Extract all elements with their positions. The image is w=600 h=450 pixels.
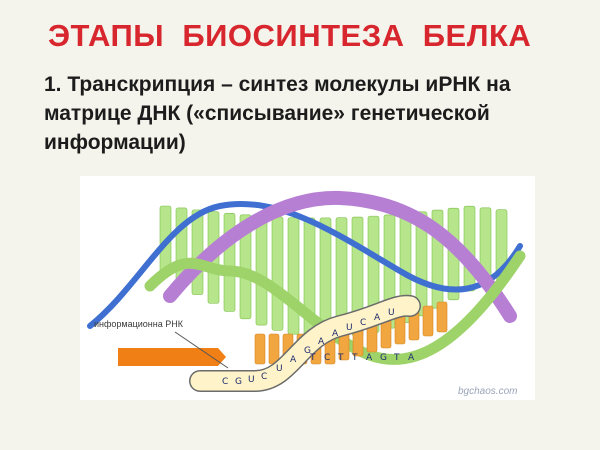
mrna-base: A [374,313,381,323]
mrna-base: G [235,377,242,387]
dna-rung [422,305,434,337]
mrna-base: U [276,364,283,374]
dna-base: T [351,353,358,363]
dna-base: A [366,353,373,363]
dna-rung [191,209,204,295]
dna-base: T [337,353,344,363]
mrna-label: информационна РНК [94,319,184,329]
label-pointer-line [174,331,229,369]
slide-title: ЭТАПЫ БИОСИНТЕЗА БЕЛКА [48,18,532,53]
dna-rung [254,333,266,365]
mrna-base: C [360,318,366,328]
dna-rung [268,333,280,365]
watermark: bgchaos.com [458,386,517,397]
mrna-base: A [290,355,297,365]
mrna-base: G [304,346,311,356]
dna-rung [271,216,284,331]
mrna-base: U [388,308,395,318]
dna-base: T [393,353,400,363]
dna-rungs-orange [254,301,448,365]
dna-strand-green [144,250,526,365]
dna-rung [287,217,300,335]
mrna-base: U [346,323,353,333]
mrna-base: A [318,337,325,347]
dna-rung [255,215,268,326]
dna-rung [415,211,428,317]
mrna-base: U [248,375,255,385]
dna-strand-blue [87,200,523,329]
orange-arrow [118,348,226,366]
dna-base: C [324,353,330,363]
mrna-strand-fill [190,296,420,391]
mrna-base: С [222,377,228,387]
dna-base: G [380,353,387,363]
mrna-base: A [332,329,339,339]
dna-base: T [309,353,316,363]
dna-base: A [408,353,415,363]
dna-strand-purple [163,190,517,323]
dna-rung [436,301,448,333]
slide-text: 1. Транскрипция – синтез молекулы иРНК н… [44,73,511,154]
mrna-base: C [261,372,267,382]
